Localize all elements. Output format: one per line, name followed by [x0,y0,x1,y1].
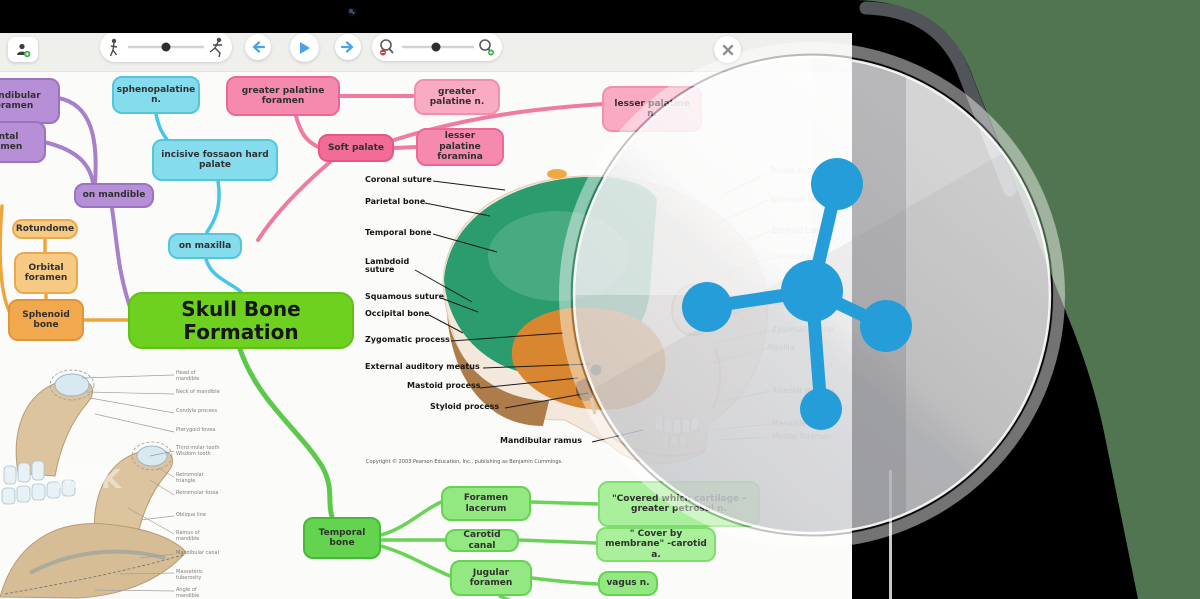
play-icon [300,41,310,54]
previous-button[interactable] [245,34,271,60]
mindmap-node-incisive-fossa[interactable]: incisive fossaon hard palate [152,139,278,181]
mindmap-central-topic[interactable]: Skull Bone Formation [128,292,354,349]
mindmap-node-cover-membrane[interactable]: " Cover by membrane" -carotid a. [596,527,716,562]
mindmap-node-mental-foramen[interactable]: Mental foramen [0,121,46,163]
zoom-out-icon[interactable] [380,39,394,56]
zoom-in-icon[interactable] [479,39,494,56]
mindmap-node-carotid-canal[interactable]: Carotid canal [445,529,519,552]
run-speed-icon[interactable] [209,37,222,58]
mindmap-node-sphenoid-bone[interactable]: Sphenoid bone [8,299,84,341]
zoom-slider-group [372,33,502,61]
mindmap-node-on-maxilla[interactable]: on maxilla [168,233,242,259]
presentation-toolbar [0,32,856,72]
previous-icon [252,41,265,53]
walk-speed-icon[interactable] [109,38,118,57]
zoom-slider-handle[interactable] [431,42,441,52]
close-icon [722,44,733,55]
add-presenter-icon [17,43,31,57]
mindmap-node-sphenopalatine[interactable]: sphenopalatine n. [112,76,200,114]
mindmap-node-orbital-foramen[interactable]: Orbital foramen [14,252,78,294]
play-button[interactable] [290,33,319,62]
mindmap-node-rotundome[interactable]: Rotundome [12,219,78,239]
mindmap-node-lesser-palatine-foramina[interactable]: lesser palatine foramina [416,128,504,166]
mindmap-node-temporal-bone[interactable]: Temporal bone [303,517,381,559]
mindmap-node-soft-palate[interactable]: Soft palate [318,134,394,162]
mindmap-node-vagus-n[interactable]: vagus n. [598,571,658,596]
close-button[interactable] [714,36,741,63]
next-icon [341,41,354,53]
mindmap-node-jugular-foramen[interactable]: Jugular foramen [450,560,532,596]
speed-slider-handle[interactable] [161,42,171,52]
mindmap-node-greater-palatine-n[interactable]: greater palatine n. [414,79,500,115]
mindmap-node-foramen-lacerum[interactable]: Foramen lacerum [441,486,531,521]
mindmap-node-covered-cartilage[interactable]: "Covered which cartilage -greater petros… [598,481,760,527]
mindmap-node-greater-palatine-foramen[interactable]: greater palatine foramen [226,76,340,116]
next-button[interactable] [335,34,361,60]
mindmap-node-lesser-palatine-n[interactable]: lesser palatine n. [602,86,702,132]
mindmap-node-mandibular-foramen[interactable]: Mandibular foramen [0,78,60,124]
add-presenter-button[interactable] [8,37,38,62]
mindmap-node-on-mandible[interactable]: on mandible [74,183,154,208]
speed-slider-group [100,32,232,62]
